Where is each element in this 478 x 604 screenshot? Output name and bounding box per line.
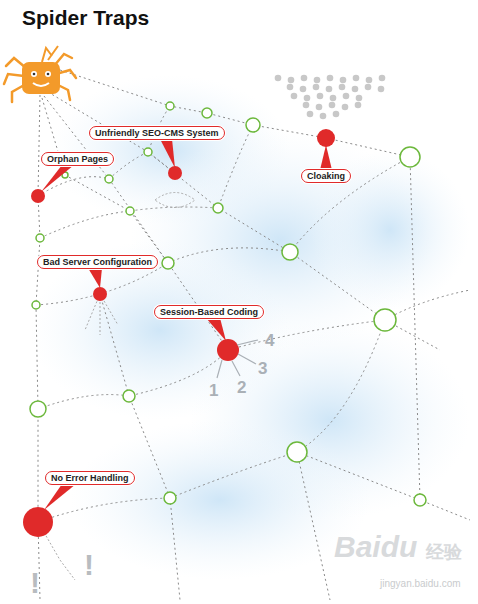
cloak-dot xyxy=(339,84,346,91)
error-mark: ! xyxy=(30,566,40,600)
cloak-dot xyxy=(314,77,321,84)
callout-text: Session-Based Coding xyxy=(160,307,258,317)
callout-box: Cloaking xyxy=(301,169,351,183)
trap-dots xyxy=(23,129,335,537)
cloak-dot xyxy=(365,84,372,91)
cloak-dot xyxy=(307,111,314,118)
callout-box: Unfriendly SEO-CMS System xyxy=(89,126,225,140)
callout-box: Bad Server Configuration xyxy=(37,255,158,269)
cloak-dot xyxy=(352,86,359,93)
cloak-dot xyxy=(333,111,340,118)
spider-icon xyxy=(4,46,76,102)
web-strands xyxy=(36,70,470,600)
cloak-dot xyxy=(340,77,347,84)
callout-box: Session-Based Coding xyxy=(154,305,264,319)
cloak-dot xyxy=(343,93,350,100)
callout-text: Unfriendly SEO-CMS System xyxy=(95,128,219,138)
cloak-dot xyxy=(379,75,386,82)
callout-box: No Error Handling xyxy=(45,471,135,485)
watermark: Baidu xyxy=(334,530,417,564)
watermark: jingyan.baidu.com xyxy=(380,578,461,589)
error-mark: ! xyxy=(84,548,94,582)
callout-text: Bad Server Configuration xyxy=(43,257,152,267)
cloak-dot xyxy=(275,75,282,82)
cloak-dots xyxy=(275,75,386,120)
broken-strands xyxy=(38,193,195,581)
callout-number: 2 xyxy=(237,378,246,398)
watermark: 经验 xyxy=(426,540,462,564)
callout-number: 4 xyxy=(265,331,274,351)
callout-number: 3 xyxy=(258,359,267,379)
cloak-dot xyxy=(355,102,362,109)
callout-box: Orphan Pages xyxy=(41,152,114,166)
cloak-dot xyxy=(330,95,337,102)
cloak-dot xyxy=(304,95,311,102)
cloak-dot xyxy=(353,75,360,82)
callout-text: Orphan Pages xyxy=(47,154,108,164)
cloak-dot xyxy=(287,84,294,91)
cloak-dot xyxy=(366,77,373,84)
cloud-ground xyxy=(30,75,470,580)
callout-text: No Error Handling xyxy=(51,473,129,483)
cloak-dot xyxy=(288,77,295,84)
callout-text: Cloaking xyxy=(307,171,345,181)
cloak-dot xyxy=(291,93,298,100)
callout-pointers xyxy=(41,139,332,510)
cloak-dot xyxy=(300,86,307,93)
cloak-dot xyxy=(316,104,323,111)
cloak-dot xyxy=(342,104,349,111)
cloak-dot xyxy=(326,86,333,93)
cloak-dot xyxy=(317,93,324,100)
cloak-dot xyxy=(356,95,363,102)
cloak-dot xyxy=(301,75,308,82)
callout-number: 1 xyxy=(209,381,218,401)
cloak-dot xyxy=(303,102,310,109)
page-circles xyxy=(30,102,426,506)
cloak-dot xyxy=(378,86,385,93)
diagram-title: Spider Traps xyxy=(22,6,149,30)
session-ticks xyxy=(217,340,258,378)
cloak-dot xyxy=(313,84,320,91)
cloak-dot xyxy=(320,113,327,120)
cloak-dot xyxy=(327,75,334,82)
cloak-dot xyxy=(329,102,336,109)
